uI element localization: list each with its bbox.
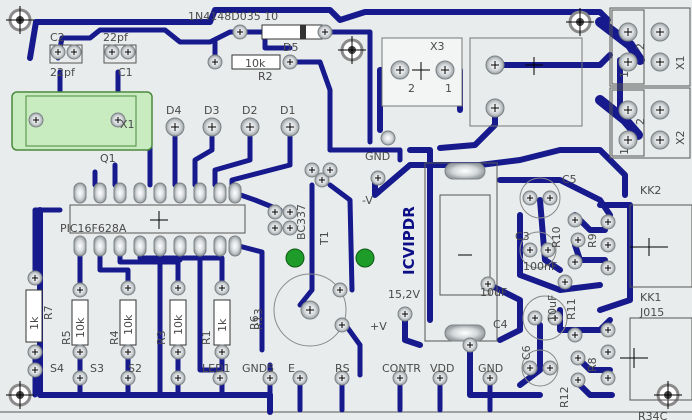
resistor-r2 [207, 54, 298, 70]
label-r-10k-c: 10k [122, 314, 135, 335]
label-x1-pin1: 1 [618, 71, 631, 78]
label-r9: R9 [586, 233, 599, 248]
pad-plus-v [397, 306, 413, 322]
label-c2-value: 22pf [103, 31, 129, 44]
potentiometer-r13 [273, 273, 350, 347]
terminal-x2 [609, 87, 691, 159]
label-r6: R6 [248, 315, 261, 330]
label-r11: R11 [565, 298, 578, 320]
label-r13: R13 [252, 308, 265, 330]
label-c1-value: 22pf [50, 66, 76, 79]
label-cap-10uf-b: 10uF [546, 295, 559, 322]
label-kk2: KK2 [640, 184, 661, 197]
regulator-kk2 [629, 204, 692, 288]
label-d2: D2 [242, 104, 257, 117]
label-r2-value: 10k [245, 57, 266, 70]
label-ic-pic: PIC16F628A [60, 222, 127, 235]
label-cap-10uf-a: 10uF [480, 286, 507, 299]
resistor-array [25, 270, 231, 360]
label-t1: T1 [318, 231, 331, 246]
regulator-kk1 [620, 317, 692, 401]
label-x3: X3 [430, 40, 445, 53]
label-d1: D1 [280, 104, 295, 117]
label-cap-100nf: 100nF [523, 260, 557, 273]
label-d5: D5 [283, 41, 298, 54]
mount-hole-tl [4, 4, 36, 36]
label-c5: C5 [562, 173, 577, 186]
diode-d5 [232, 24, 333, 40]
label-q1: Q1 [100, 152, 116, 165]
label-gnd-top: GND [365, 150, 390, 163]
label-rs: RS [335, 362, 350, 375]
label-c1: C1 [118, 66, 133, 79]
pad-gnd-top [370, 170, 386, 186]
diode-pads [165, 117, 300, 137]
label-r-1k-b: 1k [216, 318, 229, 332]
mount-hole-br [652, 379, 684, 411]
ic-pic16f628a [69, 182, 246, 257]
label-c2: C2 [50, 31, 65, 44]
label-x1-pin2: 2 [634, 43, 647, 50]
label-x2-conn: X2 [674, 130, 687, 145]
label-r4: R4 [108, 330, 121, 345]
label-r1: R1 [200, 330, 213, 345]
label-x2-pin2: 2 [634, 118, 647, 125]
led-indicator-left [285, 248, 305, 268]
label-vdd: VDD [430, 362, 454, 375]
label-x3-pin1: 1 [445, 82, 452, 95]
label-r-1k-a: 1k [28, 316, 41, 330]
label-gnd-right: GND [478, 362, 503, 375]
capacitor-c1 [103, 44, 137, 64]
label-r10: R10 [550, 226, 563, 248]
label-ic-code: ICVIPDR [400, 206, 418, 275]
label-d3: D3 [204, 104, 219, 117]
label-c4: C4 [493, 318, 508, 331]
label-x2-pin1: 1 [618, 148, 631, 155]
label-d4: D4 [166, 104, 181, 117]
label-contr: CONTR [382, 362, 421, 375]
terminal-x1 [609, 7, 691, 87]
label-r7: R7 [42, 305, 55, 320]
label-r5: R5 [60, 330, 73, 345]
label-x1-conn: X1 [674, 55, 687, 70]
label-tp: BC337 [295, 204, 308, 240]
label-r-10k-d: 10k [172, 314, 185, 335]
regulator-heatsink [424, 162, 498, 342]
label-plus-v: +V [370, 320, 387, 333]
label-s3: S3 [90, 362, 104, 375]
label-minus-v: -V [362, 194, 373, 207]
label-r12: R12 [558, 386, 571, 408]
right-component-cluster [462, 177, 616, 388]
label-r2: R2 [258, 70, 273, 83]
header-jumper [267, 204, 298, 236]
mount-hole-bl [4, 379, 36, 411]
label-s2: S2 [128, 362, 142, 375]
label-r3: R3 [155, 330, 168, 345]
label-c6: C6 [520, 345, 533, 360]
jack-x3 [380, 37, 583, 146]
label-r8: R8 [586, 357, 599, 372]
label-kk1: KK1 [640, 291, 661, 304]
led-indicator-right [355, 248, 375, 268]
label-c3: C3 [515, 230, 530, 243]
label-x3-pin2: 2 [408, 82, 415, 95]
label-e-pin: E [288, 362, 295, 375]
label-ic-j015: J015 [639, 306, 664, 319]
transistor-t1 [304, 162, 338, 188]
mount-hole-top-mid [336, 34, 368, 66]
crystal-x1 [11, 91, 153, 151]
label-r-10k-b: 10k [74, 317, 87, 338]
label-led1: LED1 [202, 362, 231, 375]
label-s4: S4 [50, 362, 64, 375]
label-diode-part: 1N4148D035 10 [188, 10, 278, 23]
label-crystal-x1: X1 [120, 118, 135, 131]
capacitor-c2 [49, 44, 83, 64]
label-supply-15v: 15,2V [388, 288, 420, 301]
label-bottom-right: R34C [638, 410, 668, 420]
label-gnd-bottom: GND5 [242, 362, 274, 375]
